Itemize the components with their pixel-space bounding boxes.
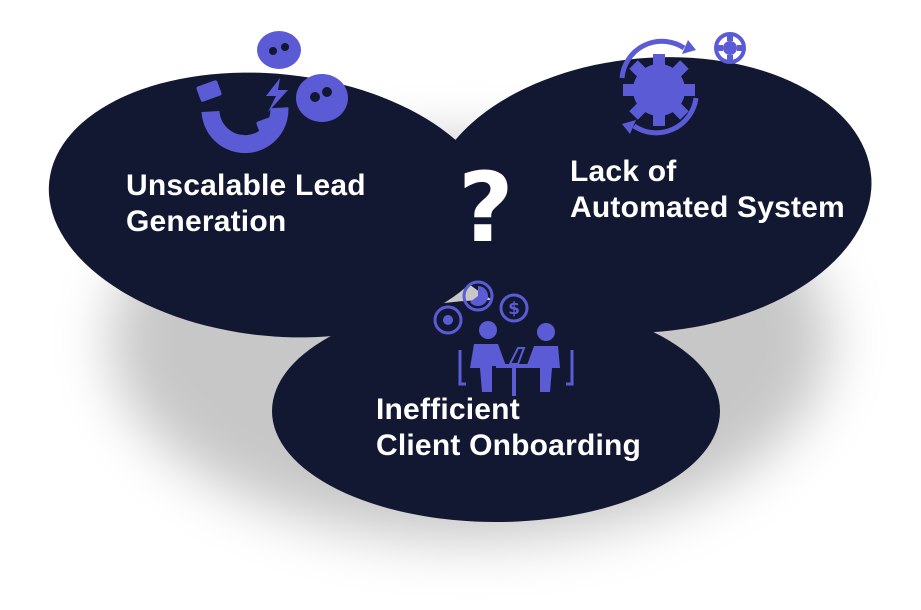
automation-label: Lack of Automated System [570,154,845,226]
onboarding-label: Inefficient Client Onboarding [376,392,641,464]
lead-generation-label-line1: Unscalable Lead [126,169,366,202]
lead-generation-label-line2: Generation [126,205,287,238]
automation-label-line2: Automated System [570,191,845,224]
lead-generation-label: Unscalable Lead Generation [126,168,366,240]
onboarding-label-line1: Inefficient [376,393,520,426]
svg-text:$: $ [508,299,520,319]
question-mark: ? [458,152,514,264]
onboarding-label-line2: Client Onboarding [376,429,642,462]
onboarding-blob [272,300,720,522]
automation-label-line1: Lack of [570,155,677,188]
gear-cycle-icon [619,32,746,136]
meeting-icon: $ [433,280,574,396]
magnet-icon [196,31,348,153]
